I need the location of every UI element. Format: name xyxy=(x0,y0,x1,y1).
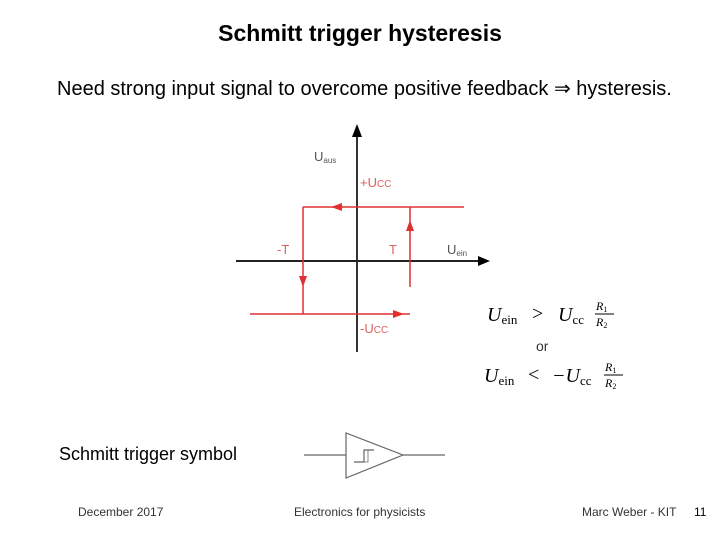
pos-supply-label: +UCC xyxy=(360,175,391,190)
x-axis-arrow-icon xyxy=(478,256,490,266)
svg-text:−Ucc: −Ucc xyxy=(552,365,592,388)
condition-2: Uein < −Ucc R1 R2 xyxy=(484,360,623,391)
svg-text:Uein: Uein xyxy=(487,304,518,327)
pos-threshold-label: T xyxy=(389,242,397,257)
x-axis-label: Uein xyxy=(447,242,467,258)
symbol-label: Schmitt trigger symbol xyxy=(59,444,238,464)
page-number: 11 xyxy=(694,505,707,519)
footer-course: Electronics for physicists xyxy=(294,505,426,519)
footer-date: December 2017 xyxy=(78,505,164,519)
neg-threshold-label: -T xyxy=(277,242,289,257)
up-arrow-icon xyxy=(406,220,414,231)
left-arrow-icon xyxy=(331,203,342,211)
svg-text:R2: R2 xyxy=(595,315,607,330)
hysteresis-glyph-icon xyxy=(354,449,374,463)
down-arrow-icon xyxy=(299,276,307,287)
y-axis-arrow-icon xyxy=(352,124,362,137)
or-label: or xyxy=(536,338,549,354)
body-text: Need strong input signal to overcome pos… xyxy=(57,78,672,100)
footer-author: Marc Weber - KIT xyxy=(582,505,677,519)
svg-text:R1: R1 xyxy=(595,299,607,314)
right-arrow-icon xyxy=(393,310,404,318)
svg-text:>: > xyxy=(532,303,543,325)
svg-text:<: < xyxy=(528,364,539,386)
y-axis-label: Uaus xyxy=(314,149,336,165)
svg-text:Uein: Uein xyxy=(484,365,515,388)
neg-supply-label: -UCC xyxy=(360,321,388,336)
svg-text:R1: R1 xyxy=(604,360,616,375)
svg-text:Ucc: Ucc xyxy=(558,304,584,327)
svg-text:R2: R2 xyxy=(604,376,616,391)
schmitt-trigger-symbol-icon xyxy=(304,432,445,479)
condition-1: Uein > Ucc R1 R2 xyxy=(487,299,614,330)
slide-title: Schmitt trigger hysteresis xyxy=(218,20,502,46)
axes xyxy=(236,124,490,352)
